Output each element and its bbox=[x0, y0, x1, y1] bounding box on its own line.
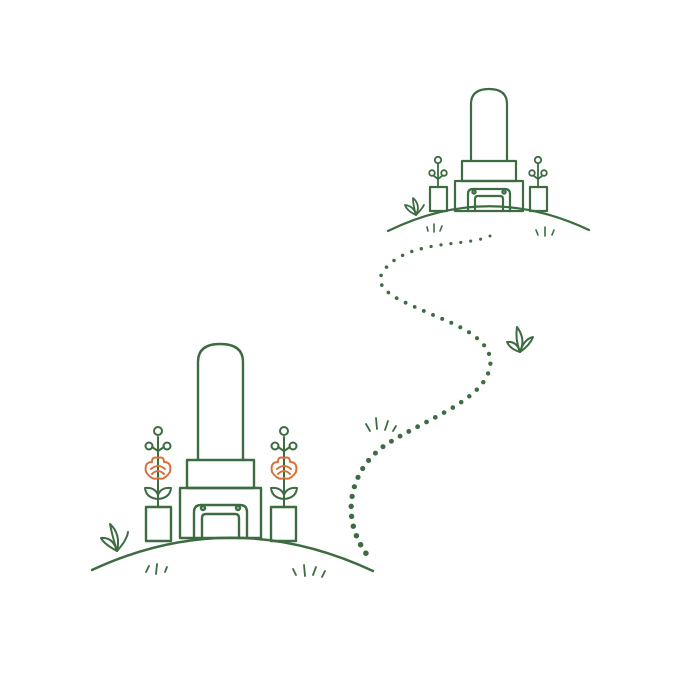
grass-tuft-icon bbox=[292, 564, 326, 578]
path-dot bbox=[388, 438, 394, 444]
path-dot bbox=[469, 239, 473, 243]
path-dot bbox=[353, 532, 360, 539]
path-dot bbox=[412, 304, 417, 309]
leaf-sprout-icon bbox=[506, 326, 534, 353]
path-dot bbox=[486, 351, 492, 357]
path-dot bbox=[386, 290, 391, 295]
base-block bbox=[178, 486, 263, 540]
path-dot bbox=[450, 405, 456, 410]
path-dot bbox=[467, 394, 472, 399]
path-dot bbox=[440, 316, 445, 321]
dotted-path-icon bbox=[348, 234, 493, 556]
path-dot bbox=[458, 399, 464, 405]
path-dot bbox=[421, 308, 426, 313]
path-dot bbox=[348, 503, 354, 509]
path-dot bbox=[459, 240, 463, 244]
grass-tuft-icon bbox=[535, 226, 555, 237]
flower-vase-icon bbox=[428, 155, 548, 188]
path-dot bbox=[392, 258, 396, 263]
path-dot bbox=[419, 247, 423, 251]
path-dot bbox=[474, 336, 480, 341]
grave-small-icon bbox=[386, 87, 591, 233]
path-dot bbox=[488, 361, 493, 366]
path-dot bbox=[410, 249, 414, 254]
path-dot bbox=[488, 234, 492, 238]
grass-tuft-icon bbox=[365, 417, 397, 432]
path-dot bbox=[449, 320, 454, 325]
path-dot bbox=[424, 419, 429, 425]
vase-right bbox=[269, 505, 298, 543]
upright-stone-small bbox=[469, 87, 509, 163]
path-dot bbox=[481, 379, 486, 385]
path-dot bbox=[415, 424, 420, 430]
path-dot bbox=[380, 444, 386, 450]
path-dot bbox=[394, 296, 399, 300]
path-dot bbox=[406, 428, 412, 434]
path-dot bbox=[474, 387, 480, 392]
path-dot bbox=[431, 312, 435, 317]
grass-tuft-icon bbox=[426, 223, 443, 233]
hill-small bbox=[386, 205, 591, 233]
path-dot bbox=[466, 330, 472, 335]
path-dot bbox=[349, 493, 355, 500]
path-dot bbox=[485, 371, 491, 376]
path-dot bbox=[429, 244, 433, 249]
path-dot bbox=[348, 513, 355, 519]
path-dot bbox=[360, 465, 366, 472]
upright-stone bbox=[196, 342, 245, 462]
path-dot bbox=[357, 541, 364, 548]
path-dot bbox=[379, 283, 384, 287]
flower-icon bbox=[270, 456, 298, 480]
path-dot bbox=[366, 457, 372, 463]
grass-tuft-icon bbox=[145, 563, 168, 575]
path-dot bbox=[432, 415, 438, 420]
path-dot bbox=[439, 243, 443, 247]
grave-large-icon bbox=[90, 342, 375, 573]
path-dot bbox=[481, 343, 487, 348]
vase-left bbox=[144, 505, 173, 543]
path-dot bbox=[458, 325, 463, 330]
path-dot bbox=[379, 273, 383, 278]
path-dot bbox=[355, 474, 361, 480]
path-dot bbox=[397, 433, 403, 439]
leaf-sprout-icon bbox=[100, 523, 129, 552]
path-dot bbox=[351, 484, 358, 490]
path-dot bbox=[372, 450, 378, 456]
path-dot bbox=[479, 237, 483, 241]
middle-tier bbox=[185, 458, 256, 490]
leaf-sprout-icon bbox=[404, 197, 425, 216]
path-dot bbox=[400, 253, 405, 258]
path-dot bbox=[441, 410, 447, 415]
path-dot bbox=[449, 242, 453, 246]
path-dot bbox=[363, 550, 369, 556]
flower-icon bbox=[144, 456, 172, 480]
path-dot bbox=[384, 265, 389, 269]
hill-large bbox=[90, 536, 375, 573]
path-dot bbox=[350, 523, 357, 529]
path-dot bbox=[403, 300, 408, 305]
